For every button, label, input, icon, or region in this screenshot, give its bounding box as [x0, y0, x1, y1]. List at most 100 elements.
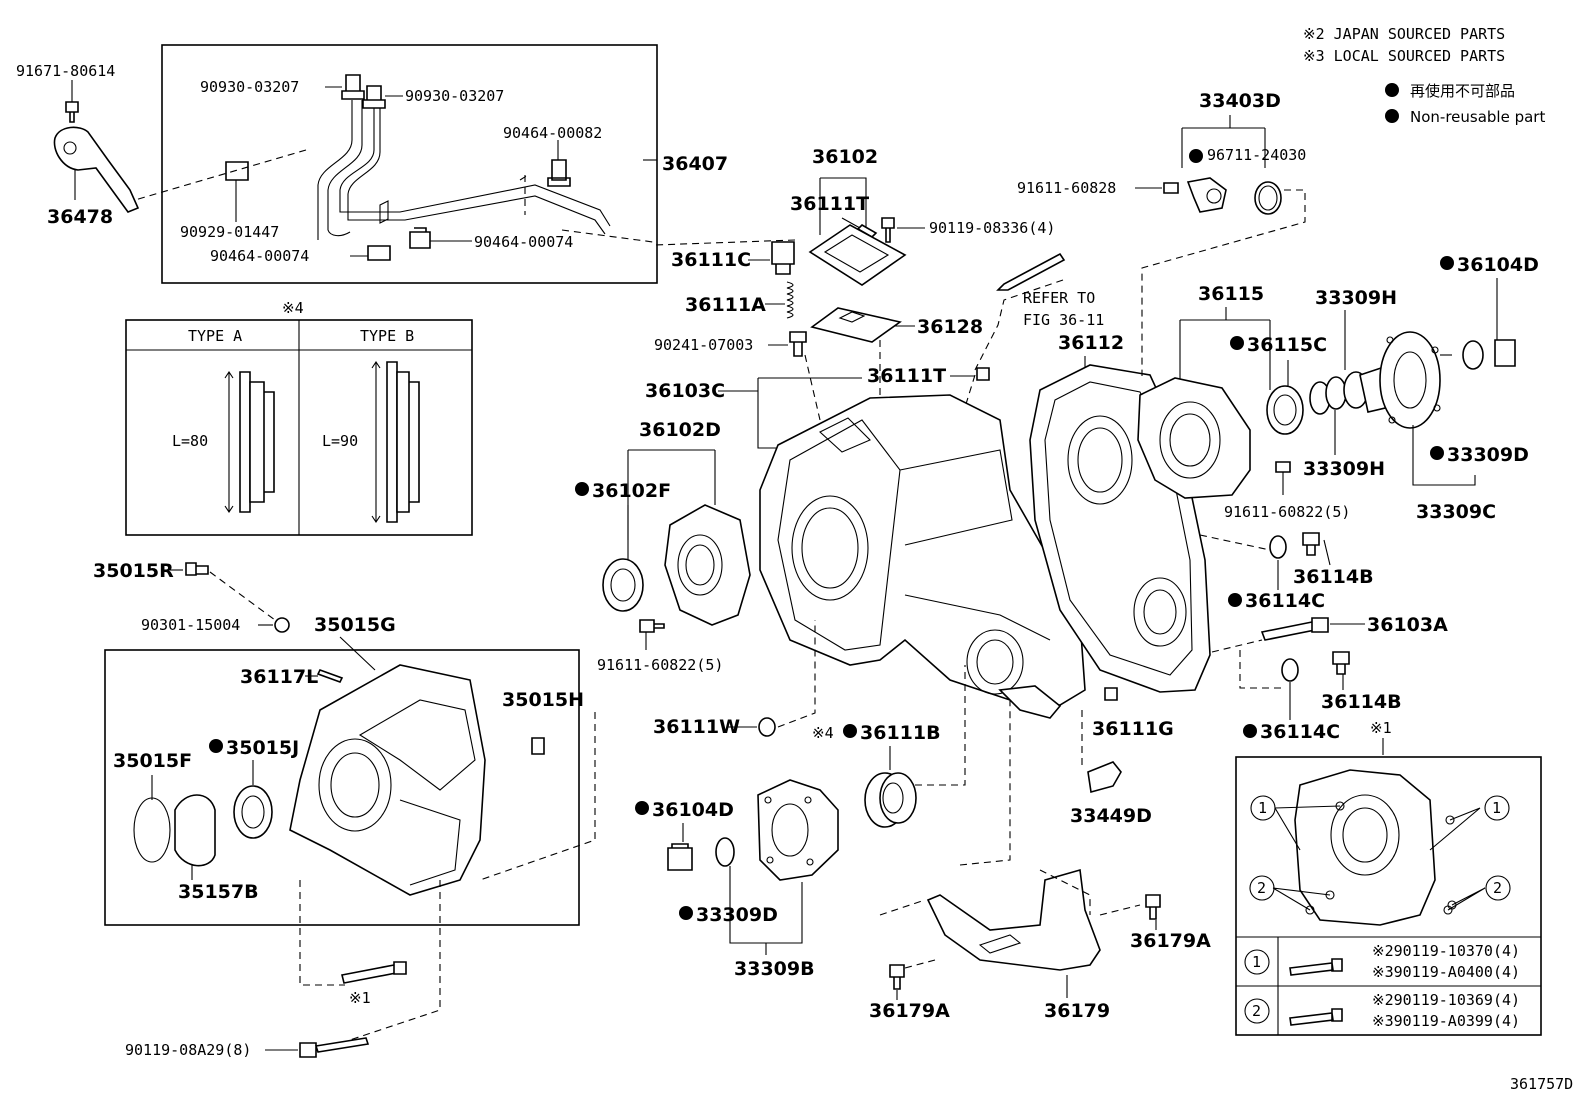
oil-seal-icon — [602, 558, 644, 612]
label-90929-01447: 90929-01447 — [180, 223, 279, 241]
plug-icon — [185, 562, 209, 576]
label-36102D: 36102D — [639, 419, 721, 441]
o-ring-icon — [274, 617, 290, 633]
vent-tube-icon — [996, 252, 1066, 291]
bolt-table-mark: ※1 — [1370, 719, 1392, 737]
front-flange-icon — [757, 779, 839, 881]
label-36114C: 36114C — [1260, 721, 1340, 743]
plug-icon — [1332, 651, 1350, 675]
pin-icon — [316, 669, 344, 683]
adapter-frame — [104, 649, 580, 926]
vent-hose-frame — [161, 44, 658, 284]
bolt-icon — [65, 101, 79, 123]
non-reusable-dot-icon — [575, 482, 589, 496]
position-1-marker — [1250, 795, 1276, 821]
row-2-number: 2 — [1252, 1002, 1261, 1020]
legend-japan-sourced: ※2 JAPAN SOURCED PARTS — [1303, 25, 1505, 43]
label-35015R: 35015R — [93, 560, 174, 582]
clip-icon — [367, 245, 391, 261]
non-reusable-dot-icon — [1385, 109, 1399, 123]
companion-flange-icon — [1379, 331, 1441, 429]
position-1-label: 1 — [1492, 799, 1501, 817]
legend-non-reusable-jp: 再使用不可部品 — [1410, 82, 1515, 100]
label-36103C: 36103C — [645, 380, 725, 402]
front-housing-icon — [664, 504, 751, 626]
pin-icon — [976, 367, 990, 381]
dowel-pin-icon — [1104, 687, 1118, 701]
skid-bracket-icon — [926, 868, 1101, 971]
vent-plug-icon — [362, 85, 386, 109]
label-36111C: 36111C — [671, 249, 751, 271]
washer-icon — [758, 717, 776, 737]
label-35015F: 35015F — [113, 750, 192, 772]
label-36179A: 36179A — [869, 1000, 950, 1022]
label-90930-03207: 90930-03207 — [405, 87, 504, 105]
bolt-icon — [1275, 461, 1291, 473]
bolt-icon — [1163, 182, 1179, 194]
clip-icon — [547, 159, 571, 187]
label-33309H: 33309H — [1315, 287, 1397, 309]
rear-output-parts: 33403D 96711-24030 91611-60828 36115 361… — [1017, 90, 1539, 523]
label-33403D: 33403D — [1199, 90, 1281, 112]
bolt-position-table: ※1 1 1 2 2 1 ※290119-10370(4) ※390119-A0… — [1235, 719, 1542, 1036]
label-36102: 36102 — [812, 146, 878, 168]
label-91671-80614: 91671-80614 — [16, 62, 115, 80]
row-1-japan-part: ※290119-10370(4) — [1372, 942, 1520, 960]
seal-type-a-icon — [239, 371, 251, 513]
extension-housing-icon — [1137, 377, 1251, 499]
pipe-line — [339, 108, 611, 227]
label-36104D: 36104D — [652, 799, 734, 821]
row-2-local-part: ※390119-A0399(4) — [1372, 1012, 1520, 1030]
label-90464-00082: 90464-00082 — [503, 124, 602, 142]
label-36115C: 36115C — [1247, 334, 1327, 356]
rear-output-bore — [966, 629, 1024, 695]
non-reusable-dot-icon — [1230, 336, 1244, 350]
spring-icon — [786, 281, 794, 319]
label-91611-60822: 91611-60822(5) — [597, 656, 723, 674]
label-90930-03207: 90930-03207 — [200, 78, 299, 96]
dust-cover-icon — [174, 794, 216, 867]
label-35015H: 35015H — [502, 689, 584, 711]
nut-icon — [667, 843, 693, 871]
gasket-washer-icon — [1281, 658, 1299, 682]
bolt-icon — [881, 217, 895, 243]
clamp-icon — [225, 161, 249, 181]
label-36407: 36407 — [662, 153, 728, 175]
label-36111T: 36111T — [790, 193, 869, 215]
label-35015G: 35015G — [314, 614, 396, 636]
label-90301-15004: 90301-15004 — [141, 616, 240, 634]
label-36111T-mid: 36111T — [867, 365, 946, 387]
row-1-number: 1 — [1252, 953, 1261, 971]
position-2-label: 2 — [1493, 879, 1502, 897]
non-reusable-dot-icon — [1385, 83, 1399, 97]
bracket-36478: 91671-80614 36478 — [16, 62, 140, 228]
hose-line — [327, 100, 363, 237]
clip-icon — [409, 227, 431, 249]
nut-icon — [1494, 339, 1516, 367]
label-91611-60822: 91611-60822(5) — [1224, 503, 1350, 521]
non-reusable-dot-icon — [209, 739, 223, 753]
type-table-mark: ※4 — [282, 299, 304, 317]
label-33309D: 33309D — [696, 904, 778, 926]
pipe-line — [347, 108, 606, 235]
label-33309D: 33309D — [1447, 444, 1529, 466]
bolt-icon — [299, 1037, 370, 1058]
gasket-washer-icon — [1269, 535, 1287, 559]
plug-icon — [1302, 532, 1320, 556]
position-1-label: 1 — [1258, 799, 1267, 817]
label-33449D: 33449D — [1070, 805, 1152, 827]
row-2-marker — [1244, 998, 1270, 1024]
position-2-marker — [1249, 875, 1275, 901]
row-1-marker — [1244, 949, 1270, 975]
dowel-pin-icon — [531, 737, 545, 755]
row-1-local-part: ※390119-A0400(4) — [1372, 963, 1520, 981]
non-reusable-dot-icon — [1243, 724, 1257, 738]
vent-hose-assembly: 90930-03207 90930-03207 90464-00082 3640… — [134, 44, 728, 284]
oil-seal-icon — [1266, 385, 1304, 435]
position-2-marker — [1485, 875, 1511, 901]
label-36179A: 36179A — [1130, 930, 1211, 952]
transfer-case-housing: REFER TO FIG 36-11 — [759, 252, 1104, 719]
non-reusable-dot-icon — [1430, 446, 1444, 460]
bolt-icon — [341, 964, 397, 984]
